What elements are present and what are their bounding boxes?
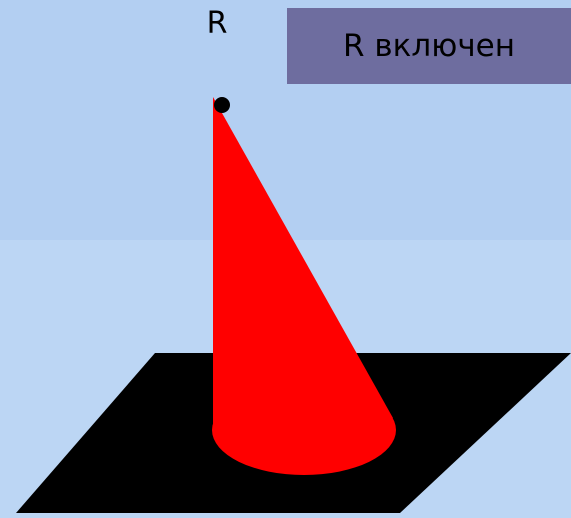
cone-side <box>213 97 393 475</box>
apex-point <box>214 97 230 113</box>
cone <box>212 97 396 475</box>
apex-label: R <box>206 6 228 41</box>
status-badge: R включен <box>287 8 571 84</box>
